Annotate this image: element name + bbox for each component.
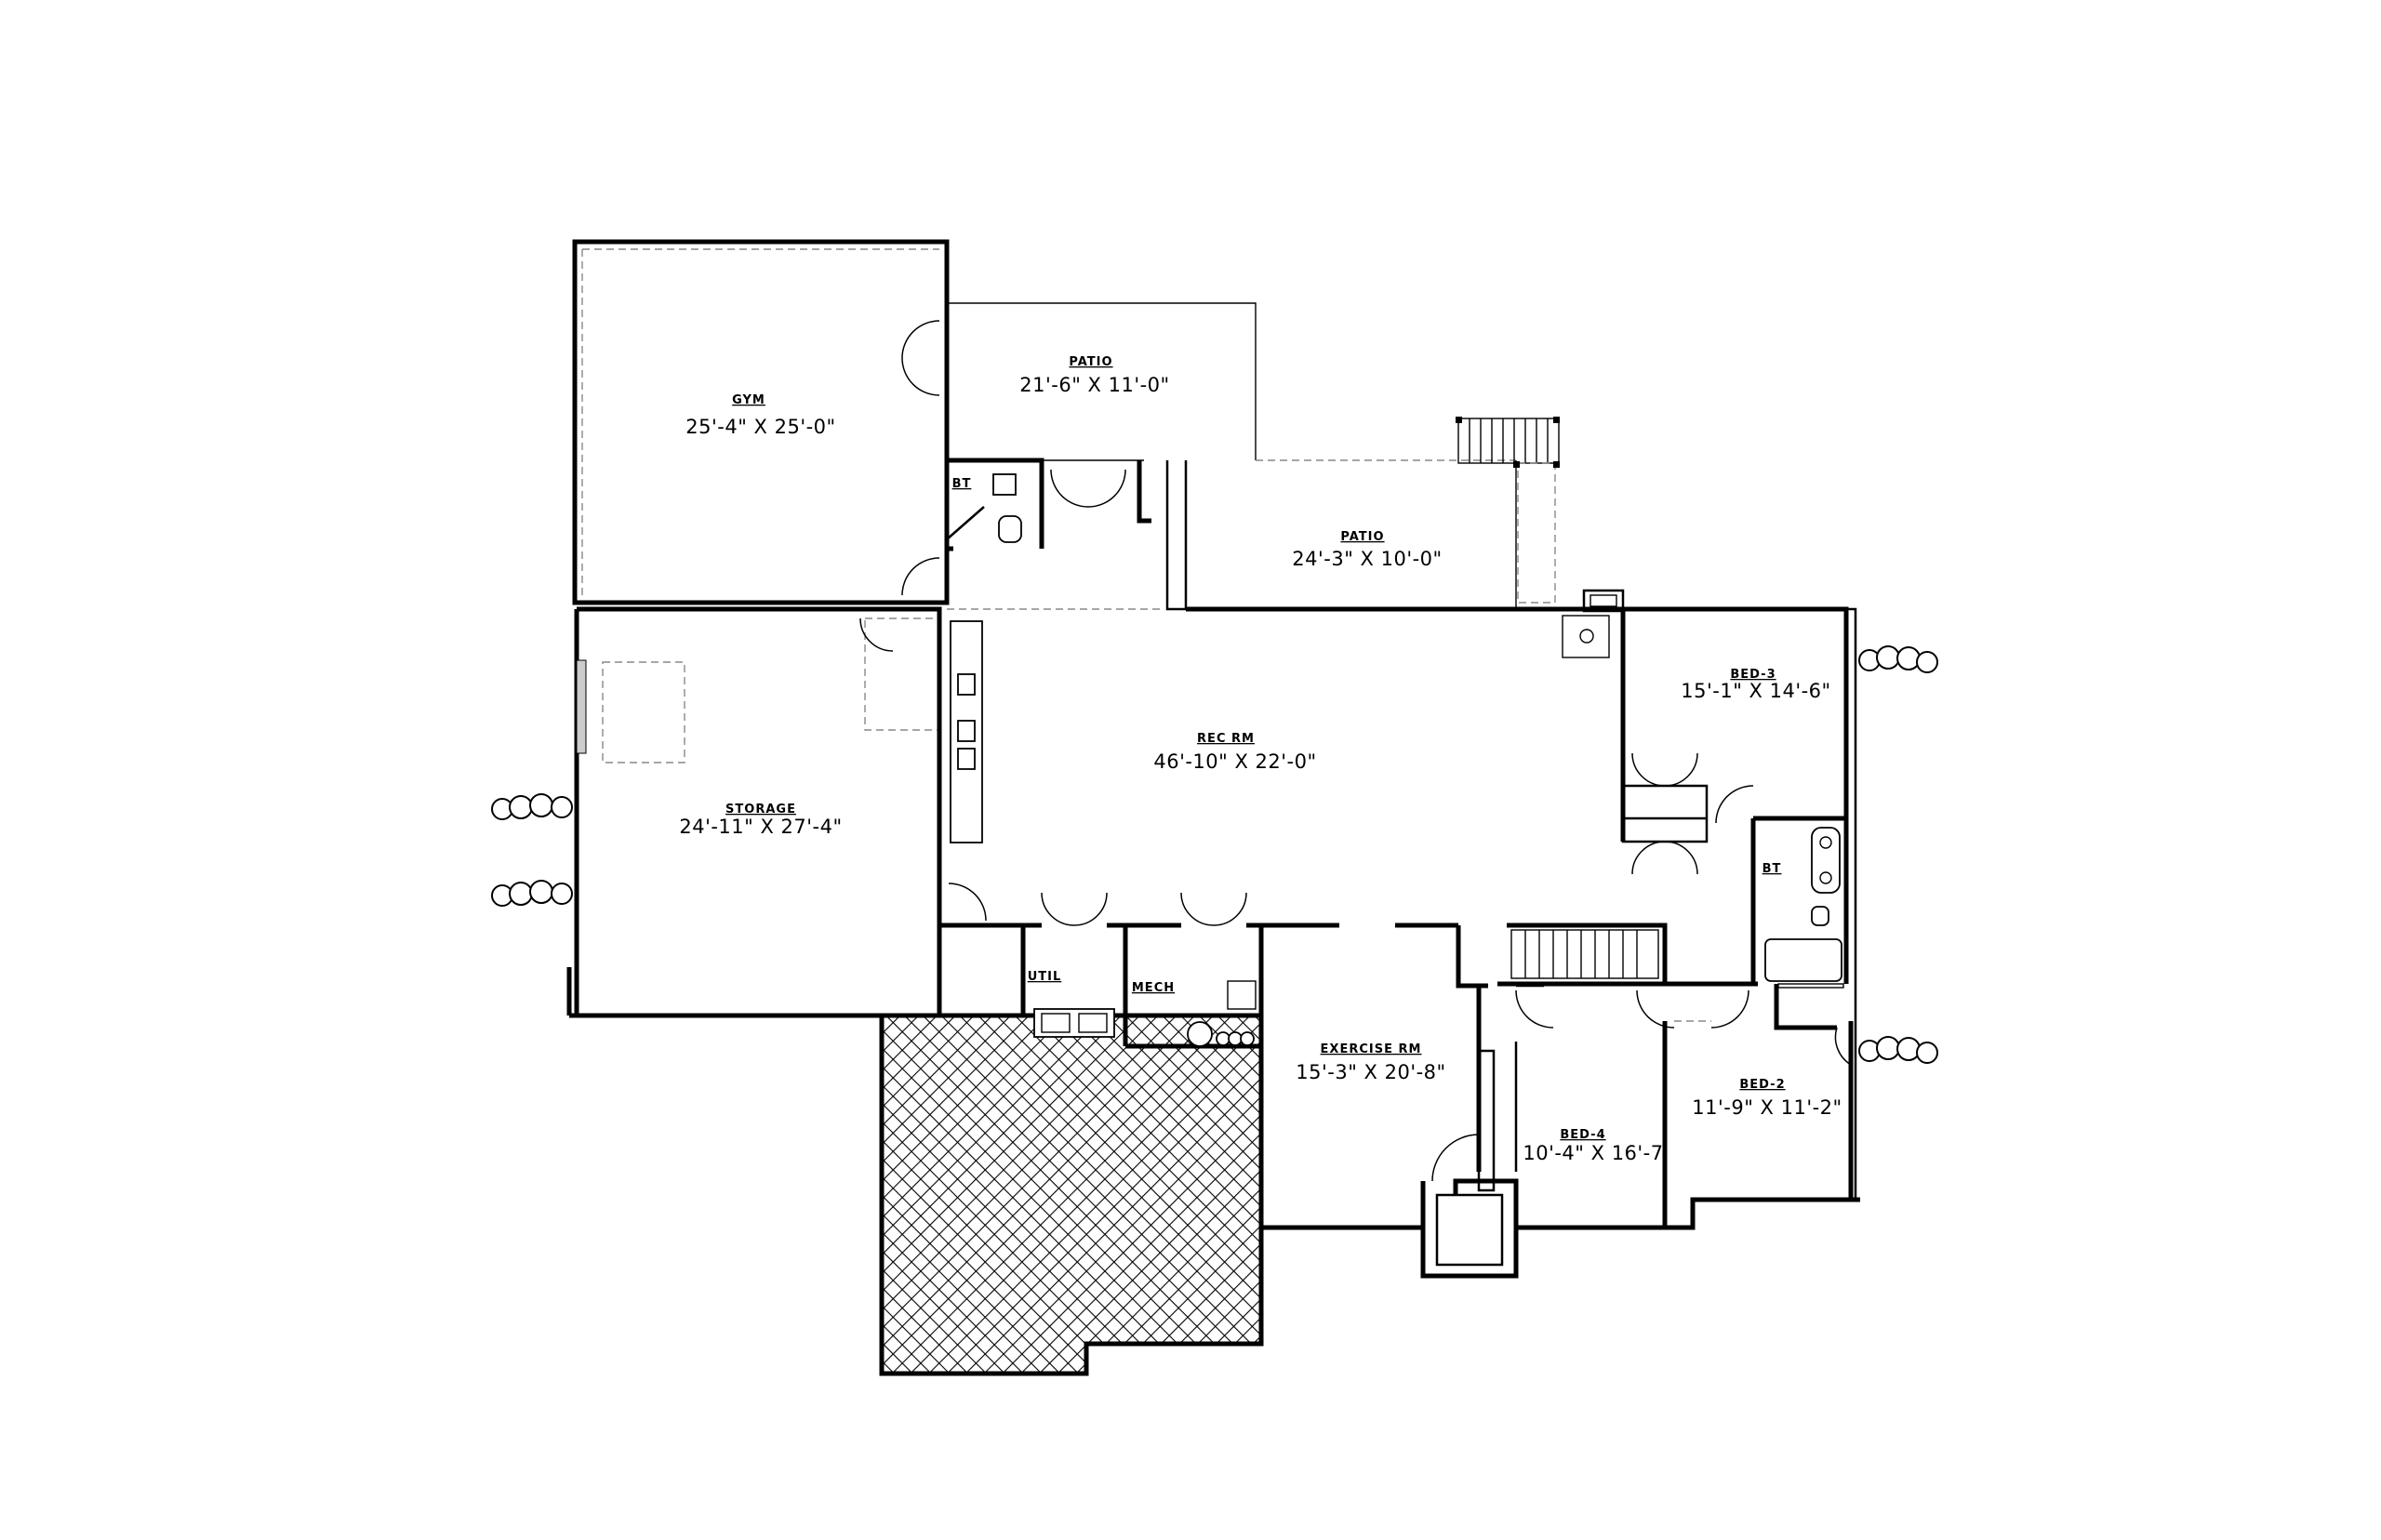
util-mech-rooms xyxy=(1023,980,1261,1049)
bed4-room xyxy=(1476,984,1668,1230)
shrub-left-upper xyxy=(491,793,573,820)
bed3-name: BED-3 xyxy=(1730,668,1776,682)
bed2-dims: 11'-9" X 11'-2" xyxy=(1692,1096,1842,1119)
bed3-room xyxy=(1620,606,1849,989)
upper-bath xyxy=(946,458,1151,551)
bed4-dims: 10'-4" X 16'-7 xyxy=(1523,1142,1663,1164)
exercise-name: EXERCISE RM xyxy=(1321,1042,1422,1056)
patio-upper-dims: 21'-6" X 11'-0" xyxy=(1019,374,1169,396)
gym-name: GYM xyxy=(732,393,765,407)
patio-upper-name: PATIO xyxy=(1069,355,1112,369)
rec-room xyxy=(937,589,1846,1046)
mech-name: MECH xyxy=(1132,981,1175,995)
bed2-name: BED-2 xyxy=(1739,1078,1785,1092)
shrub-right-upper xyxy=(1858,645,1938,673)
bed4-name: BED-4 xyxy=(1560,1128,1605,1142)
bath-upper-name: BT xyxy=(952,477,972,491)
rec-dims: 46'-10" X 22'-0" xyxy=(1153,750,1316,773)
interior-stair xyxy=(1497,923,1668,987)
right-exterior xyxy=(1846,607,1860,1202)
shrub-left-lower xyxy=(491,880,573,907)
gym-room xyxy=(572,239,950,605)
bath-lower-name: BT xyxy=(1762,862,1782,876)
hatched-deck xyxy=(879,1013,1264,1376)
storage-dims: 24'-11" X 27'-4" xyxy=(679,816,842,838)
room-labels: GYM 25'-4" X 25'-0" PATIO 21'-6" X 11'-0… xyxy=(679,355,1842,1164)
storage-name: STORAGE xyxy=(725,803,796,816)
bed2-room xyxy=(1636,981,1854,1230)
interior-stair-treads xyxy=(1524,930,1638,978)
exercise-dims: 15'-3" X 20'-8" xyxy=(1296,1061,1445,1083)
bed3-dims: 15'-1" X 14'-6" xyxy=(1681,680,1830,702)
patio-lower-name: PATIO xyxy=(1340,530,1384,544)
gym-dims: 25'-4" X 25'-0" xyxy=(685,416,835,438)
shrub-right-lower xyxy=(1858,1036,1938,1064)
patio-lower xyxy=(947,417,1560,612)
rec-name: REC RM xyxy=(1197,732,1255,746)
patio-lower-dims: 24'-3" X 10'-0" xyxy=(1292,548,1442,570)
patio-stair-treads xyxy=(1469,418,1549,463)
util-name: UTIL xyxy=(1028,970,1062,984)
